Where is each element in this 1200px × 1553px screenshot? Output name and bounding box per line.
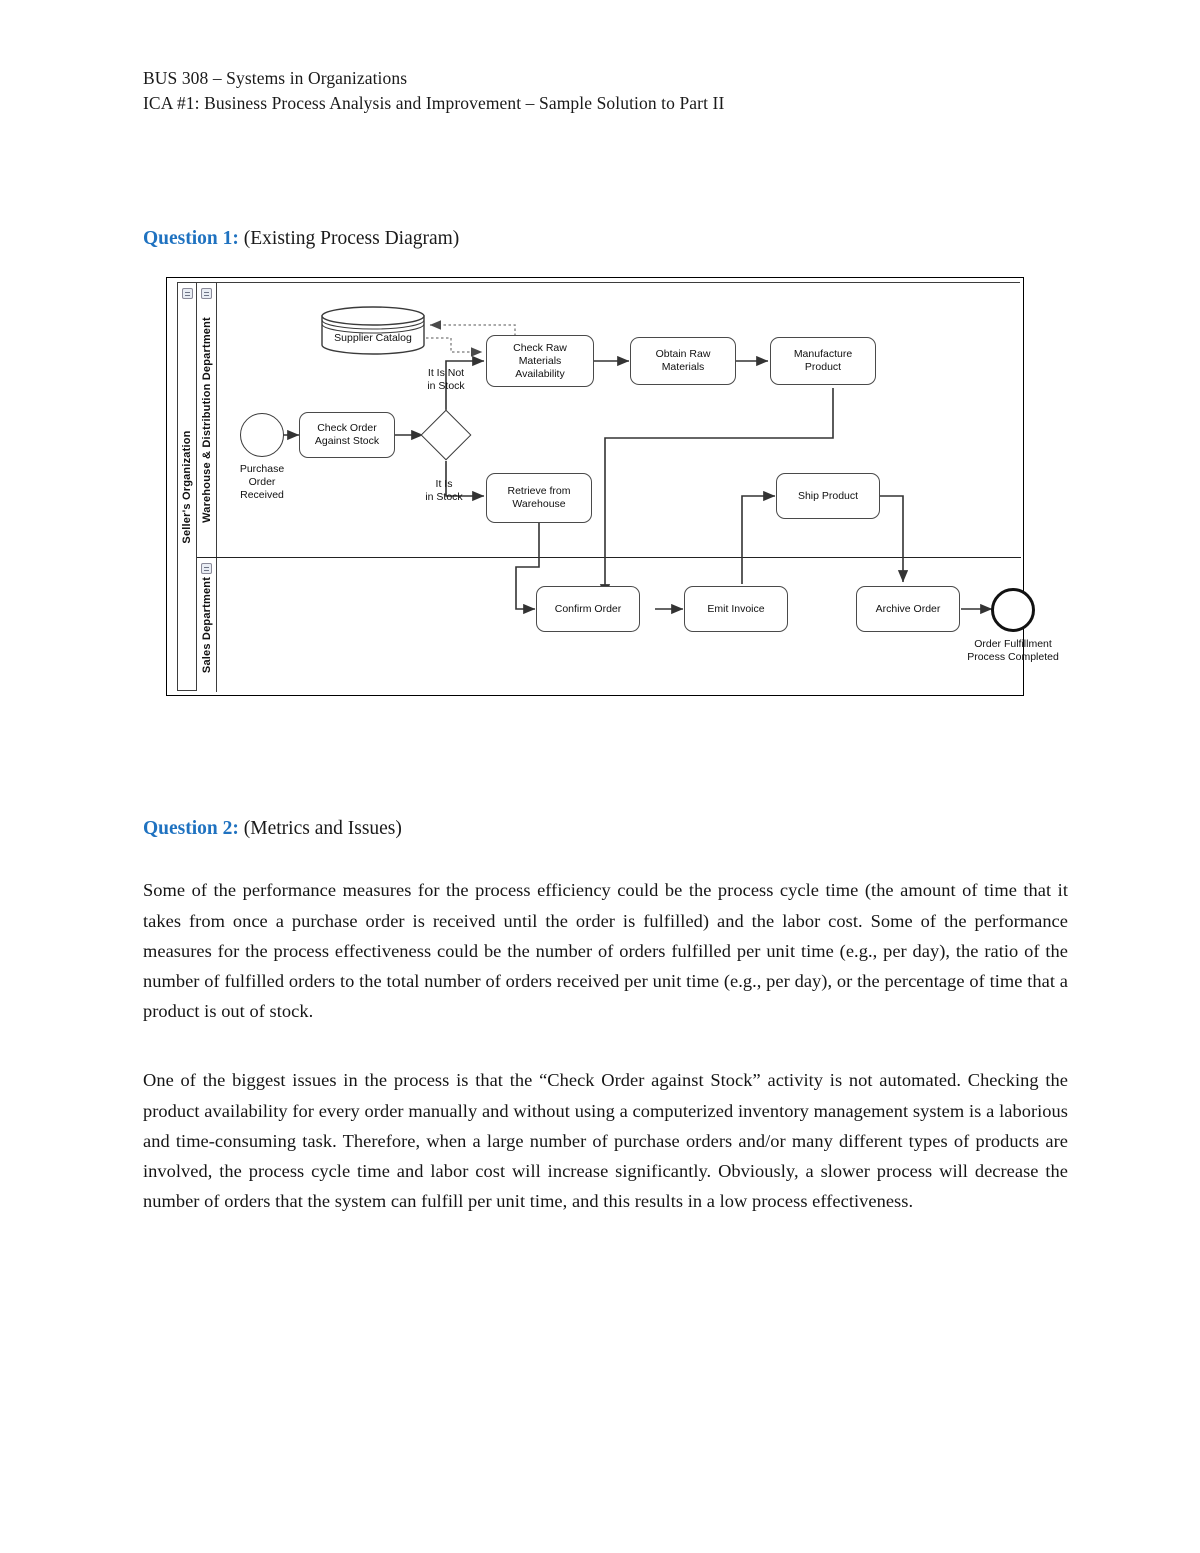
task-check-raw-materials-availability-label: Check Raw Materials Availability [513, 341, 567, 380]
task-archive-order[interactable]: Archive Order [856, 586, 960, 632]
lane-sales-label-strip: Sales Department [197, 558, 217, 692]
task-manufacture-product-label: Manufacture Product [793, 348, 853, 373]
end-event-order-fulfillment-completed[interactable] [991, 588, 1035, 632]
end-event-label: Order Fulfillment Process Completed [967, 638, 1059, 663]
datastore-cylinder-icon [321, 306, 425, 355]
task-obtain-raw-materials[interactable]: Obtain Raw Materials [630, 337, 736, 385]
lane-sales-label-text: Sales Department [200, 576, 213, 674]
task-ship-product-label: Ship Product [797, 489, 859, 502]
question-1-heading: Question 1: (Existing Process Diagram) [143, 226, 459, 252]
task-confirm-order[interactable]: Confirm Order [536, 586, 640, 632]
question-2-subtitle: (Metrics and Issues) [243, 818, 402, 839]
task-emit-invoice-label: Emit Invoice [707, 602, 765, 615]
task-emit-invoice[interactable]: Emit Invoice [684, 586, 788, 632]
pool-label-text: Seller's Organization [181, 429, 193, 544]
question-1-subtitle: (Existing Process Diagram) [243, 228, 460, 249]
document-header: BUS 308 – Systems in Organizations ICA #… [143, 66, 724, 116]
pool-collapse-icon[interactable] [182, 288, 193, 299]
lane-warehouse-label-strip: Warehouse & Distribution Department [197, 283, 217, 557]
task-check-order-against-stock[interactable]: Check Order Against Stock [299, 412, 395, 458]
task-retrieve-from-warehouse[interactable]: Retrieve from Warehouse [486, 473, 592, 523]
gateway-label-in-stock: It Is in Stock [425, 478, 463, 503]
header-assignment-line: ICA #1: Business Process Analysis and Im… [143, 93, 725, 113]
question-2-heading: Question 2: (Metrics and Issues) [143, 816, 402, 842]
header-course-line: BUS 308 – Systems in Organizations [143, 68, 408, 88]
task-check-raw-materials-availability[interactable]: Check Raw Materials Availability [486, 335, 594, 387]
task-obtain-raw-materials-label: Obtain Raw Materials [655, 348, 711, 373]
lane-warehouse-collapse-icon[interactable] [201, 288, 212, 299]
task-check-order-against-stock-label: Check Order Against Stock [314, 422, 380, 447]
task-ship-product[interactable]: Ship Product [776, 473, 880, 519]
task-archive-order-label: Archive Order [875, 602, 941, 615]
lane-sales-collapse-icon[interactable] [201, 563, 212, 574]
task-retrieve-from-warehouse-label: Retrieve from Warehouse [507, 485, 571, 510]
gateway-label-not-in-stock: It Is Not in Stock [427, 367, 465, 392]
task-confirm-order-label: Confirm Order [554, 602, 622, 615]
process-diagram: Seller's Organization Warehouse & Distri… [166, 277, 1059, 696]
question-2-label: Question 2: [143, 818, 239, 839]
question-2-paragraph-1: Some of the performance measures for the… [143, 880, 1068, 1022]
question-1-label: Question 1: [143, 228, 239, 249]
datastore-supplier-catalog-label: Supplier Catalog [334, 332, 412, 344]
question-2-paragraph-2: One of the biggest issues in the process… [143, 1070, 1068, 1212]
task-manufacture-product[interactable]: Manufacture Product [770, 337, 876, 385]
start-event-purchase-order-received[interactable] [240, 413, 284, 457]
pool-label-strip: Seller's Organization [178, 283, 197, 690]
start-event-label: Purchase Order Received [239, 463, 285, 501]
lane-warehouse-label-text: Warehouse & Distribution Department [200, 317, 213, 523]
datastore-supplier-catalog[interactable]: Supplier Catalog [320, 306, 426, 355]
